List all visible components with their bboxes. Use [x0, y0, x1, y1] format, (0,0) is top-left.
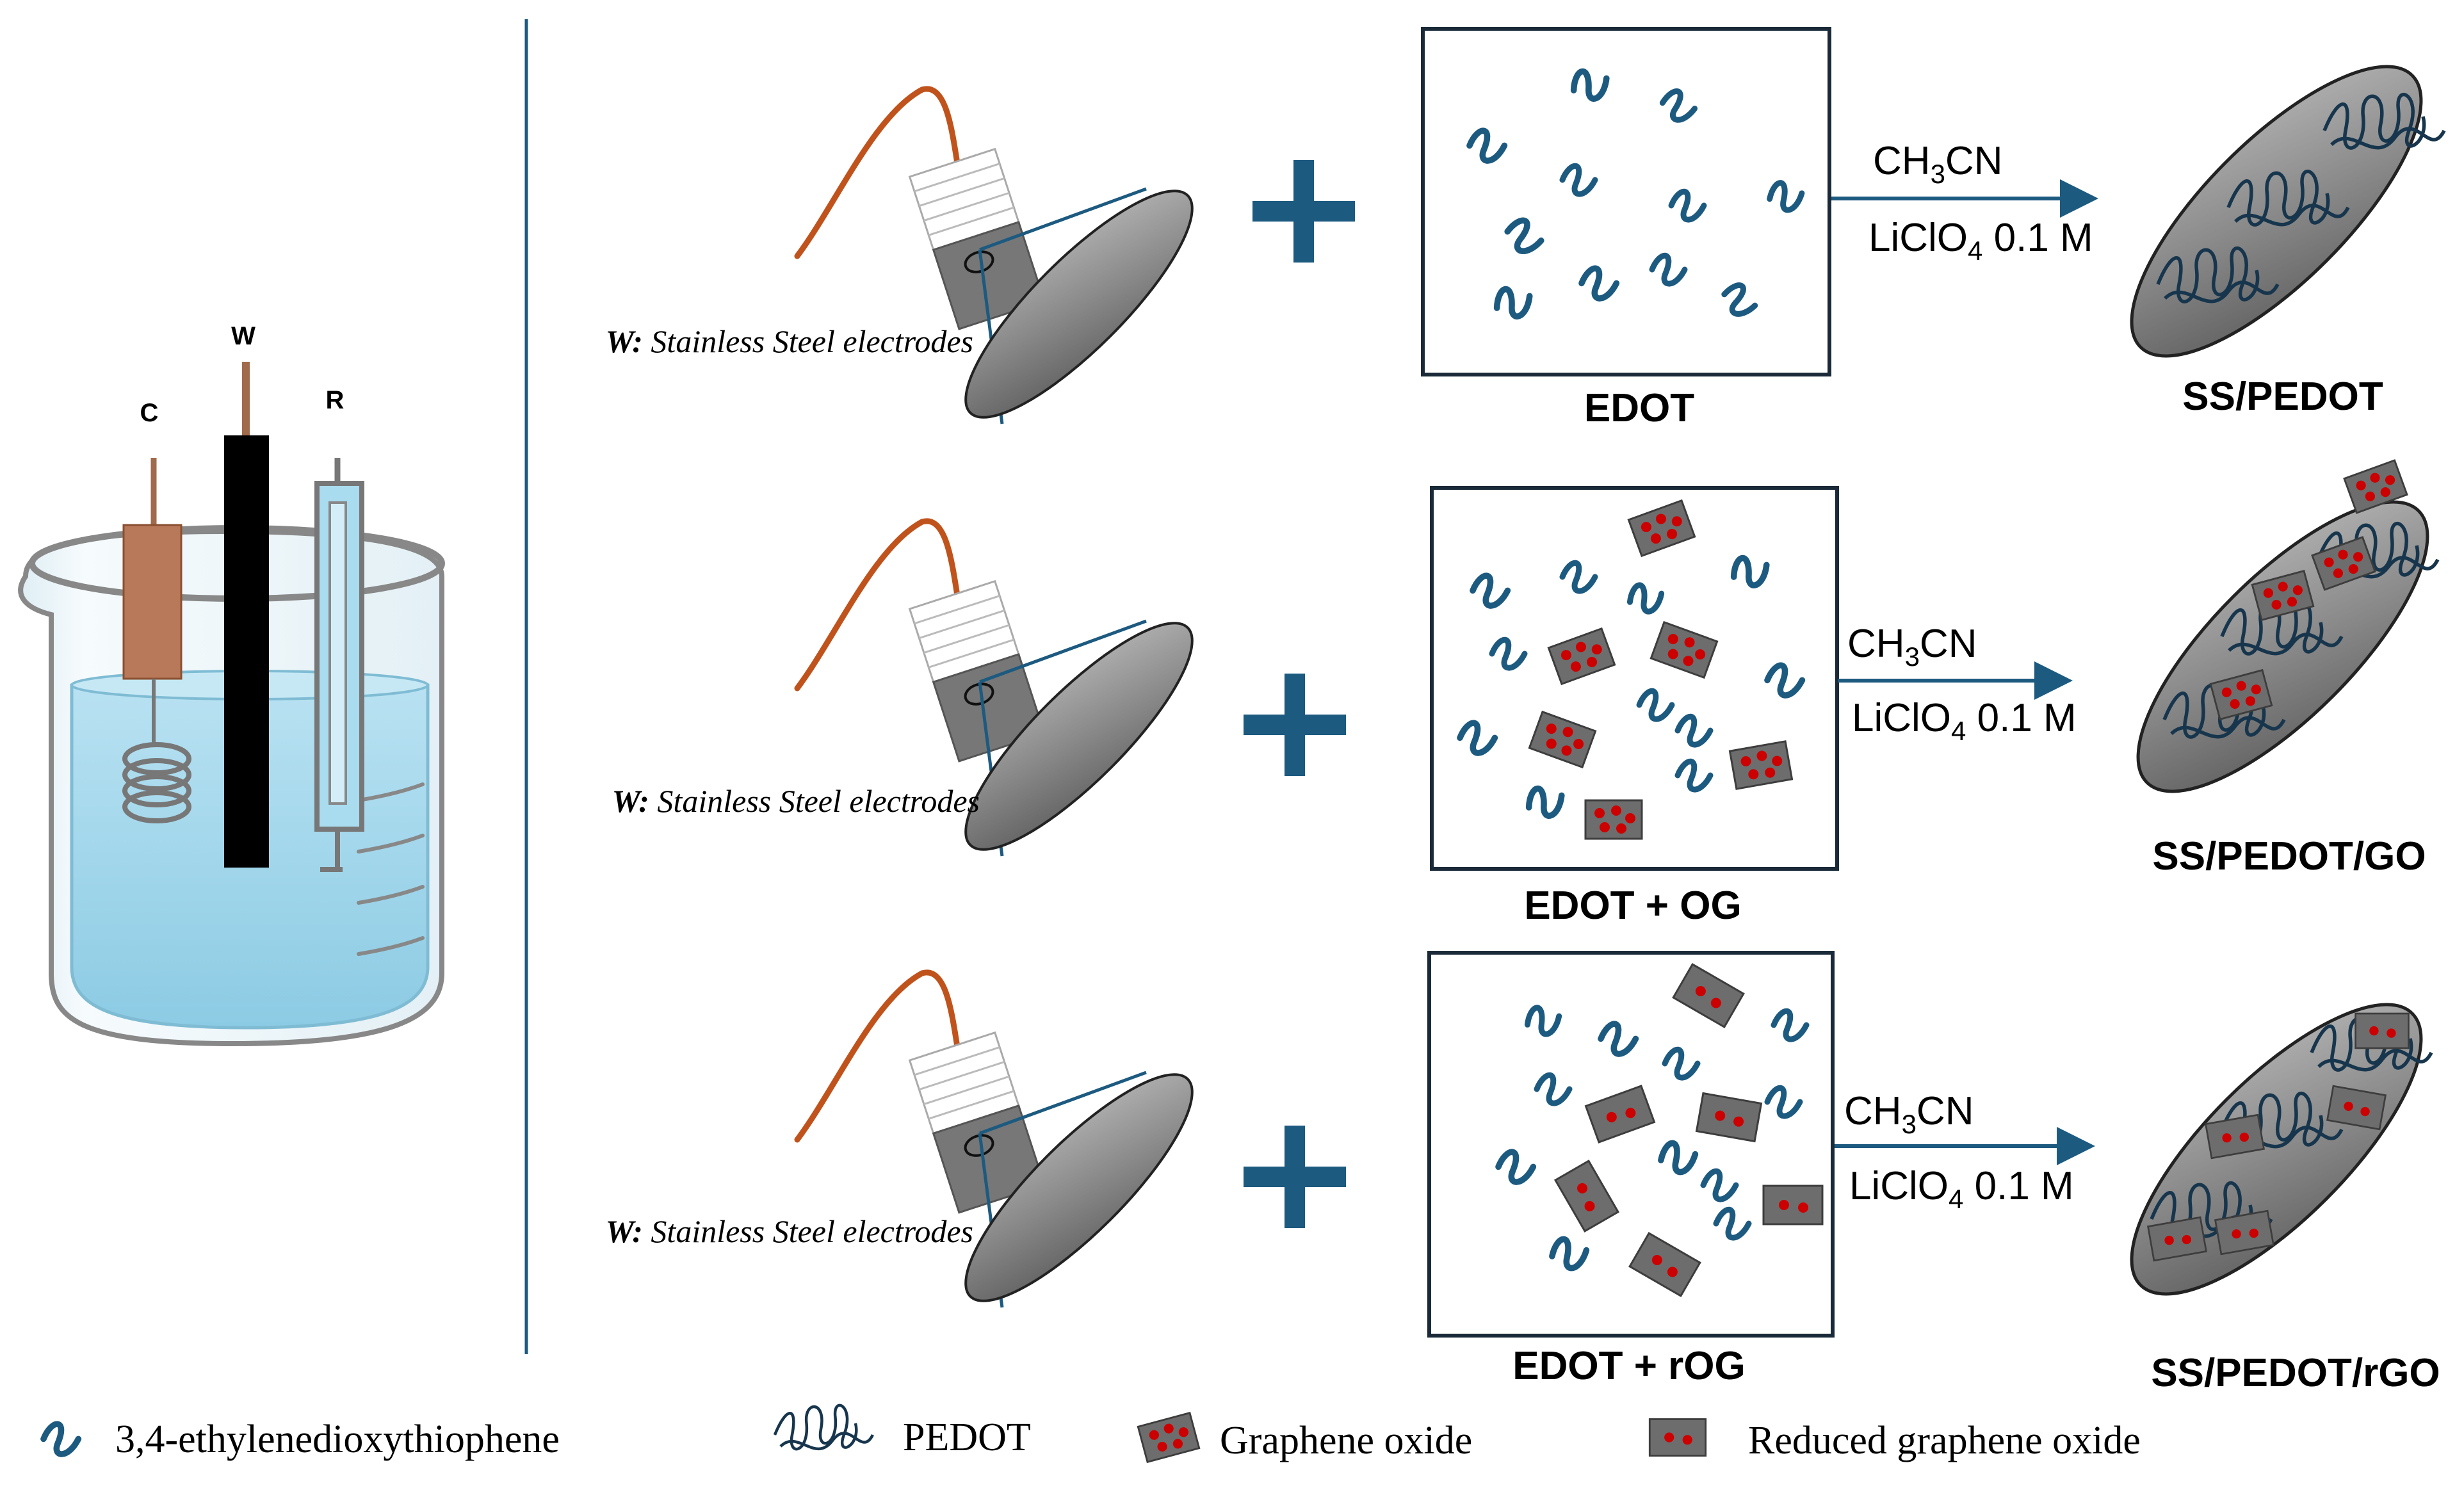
- label-reference: R: [326, 386, 344, 414]
- solution-label: EDOT: [1584, 386, 1694, 430]
- reference-electrode: [314, 458, 364, 872]
- graphene-oxide-icon: [1137, 1412, 1201, 1463]
- solution-box: [1421, 27, 1831, 376]
- electrode-label: W: Stainless Steel electrodes: [612, 783, 980, 819]
- label-working: W: [231, 322, 255, 350]
- solution-box: [1427, 951, 1835, 1338]
- product-label: SS/PEDOT/GO: [2152, 834, 2426, 878]
- solvent-label: CH3CN: [1844, 1089, 1974, 1139]
- plus-icon: [1252, 160, 1355, 263]
- solvent-label: CH3CN: [1847, 622, 1977, 672]
- reduced-graphene-oxide-icon: [1648, 1418, 1707, 1457]
- row-edot-rog: W: Stainless Steel electrodes: [606, 951, 2462, 1395]
- solution-label: EDOT + OG: [1524, 884, 1741, 928]
- electrode-assembly: [797, 973, 1219, 1328]
- plus-icon: [1244, 1126, 1346, 1228]
- row-edot: W: Stainless Steel electrodes EDOT CH3CN…: [606, 27, 2462, 444]
- product-electrode: [2130, 65, 2462, 358]
- salt-label: LiClO4 0.1 M: [1849, 1164, 2074, 1214]
- plus-icon: [1244, 674, 1346, 776]
- legend-label-graphene-oxide: Graphene oxide: [1220, 1419, 1472, 1462]
- legend-label-pedot: PEDOT: [903, 1416, 1031, 1459]
- electrode-label: W: Stainless Steel electrodes: [606, 323, 973, 359]
- product-label: SS/PEDOT/rGO: [2151, 1351, 2440, 1395]
- legend-label-reduced-graphene-oxide: Reduced graphene oxide: [1748, 1419, 2141, 1462]
- legend: 3,4-ethylenedioxythiophene PEDOT Graphen…: [44, 1405, 2141, 1463]
- solution-label: EDOT + rOG: [1512, 1344, 1745, 1388]
- legend-label-edot: 3,4-ethylenedioxythiophene: [115, 1418, 560, 1461]
- label-counter: C: [140, 399, 159, 427]
- electrode-assembly: [797, 521, 1219, 877]
- edot-monomer-icon: [44, 1424, 78, 1454]
- electrode-assembly: [797, 89, 1219, 444]
- product-electrode: [2130, 1003, 2462, 1296]
- product-electrode: [2136, 459, 2464, 793]
- product-label: SS/PEDOT: [2182, 375, 2383, 419]
- solvent-label: CH3CN: [1873, 139, 2002, 189]
- electrode-label: W: Stainless Steel electrodes: [606, 1213, 973, 1249]
- working-electrode: [224, 362, 269, 868]
- row-edot-og: W: Stainless Steel electrodes: [612, 459, 2464, 928]
- salt-label: LiClO4 0.1 M: [1852, 696, 2077, 746]
- salt-label: LiClO4 0.1 M: [1868, 216, 2093, 266]
- pedot-chain-icon: [775, 1405, 873, 1449]
- counter-electrode: [122, 458, 191, 823]
- electrochemical-cell: C W R: [18, 322, 445, 1047]
